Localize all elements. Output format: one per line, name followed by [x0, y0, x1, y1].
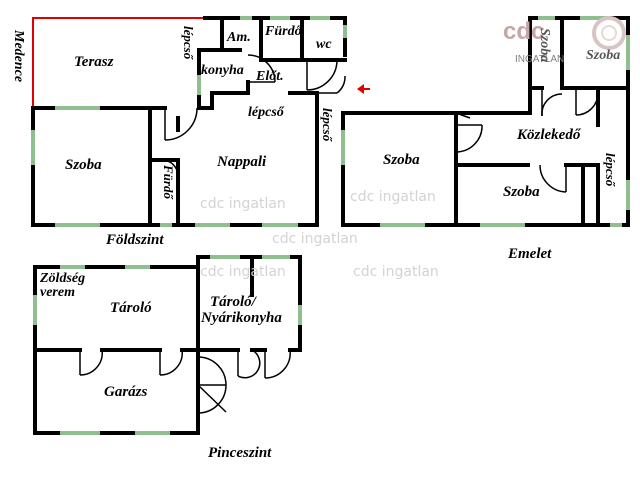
label-furdo-small: Fürdő [161, 165, 176, 199]
watermark: cdc ingatlan [350, 189, 436, 205]
logo-mark: cdc [503, 18, 545, 45]
label-terasz: Terasz [74, 54, 114, 70]
pool-edge [32, 17, 206, 109]
label-medence: Medence [11, 30, 26, 83]
label-nyarikonyha: Nyárikonyha [201, 310, 282, 326]
logo-name: INGATLAN [515, 54, 565, 65]
label-kozlekedo: Közlekedő [517, 127, 581, 143]
basement-windows [33, 255, 302, 435]
label-garazs: Garázs [104, 384, 148, 400]
label-wc: wc [316, 37, 332, 52]
label-nappali: Nappali [217, 154, 267, 170]
label-lepcso-ground-vertical: lépcső [320, 108, 335, 142]
watermark: cdc ingatlan [200, 196, 286, 212]
ground-floor-windows [31, 16, 347, 227]
label-szoba-upper-top-right: Szoba [586, 48, 621, 63]
label-szoba-upper-left: Szoba [383, 152, 420, 168]
label-lepcso-terasz: lépcső [181, 26, 196, 60]
label-szoba-upper-top-left: Szoba [537, 28, 552, 63]
entry-arrow-icon [357, 84, 370, 94]
ground-floor [31, 16, 347, 227]
label-szoba-ground: Szoba [65, 157, 102, 173]
basement-doors [79, 349, 291, 414]
label-szoba-upper-middle: Szoba [503, 184, 540, 200]
label-am: Am. [227, 30, 251, 45]
label-lepcso-upper: lépcső [603, 153, 618, 187]
watermark: cdc ingatlan [272, 231, 358, 247]
label-tarolo: Tároló [110, 300, 152, 316]
watermark: cdc ingatlan [200, 264, 286, 280]
watermark: cdc ingatlan [353, 264, 439, 280]
label-pinceszint: Pinceszint [208, 445, 272, 461]
label-konyha: konyha [201, 63, 244, 78]
label-foldszint: Földszint [106, 232, 164, 248]
label-eloter: Előt. [256, 69, 284, 84]
label-furdo: Fürdő [265, 24, 302, 39]
upper-floor-windows [341, 16, 630, 227]
label-zoldseg: Zöldség [40, 271, 86, 286]
logo-key-icon [592, 16, 626, 50]
upper-floor-doors [455, 88, 599, 193]
ground-floor-doors [161, 54, 346, 177]
label-verem: verem [40, 285, 75, 300]
label-lepcso-ground: lépcső [248, 105, 284, 120]
label-emelet: Emelet [508, 246, 552, 262]
label-tarolo-slash: Tároló/ [210, 294, 256, 310]
